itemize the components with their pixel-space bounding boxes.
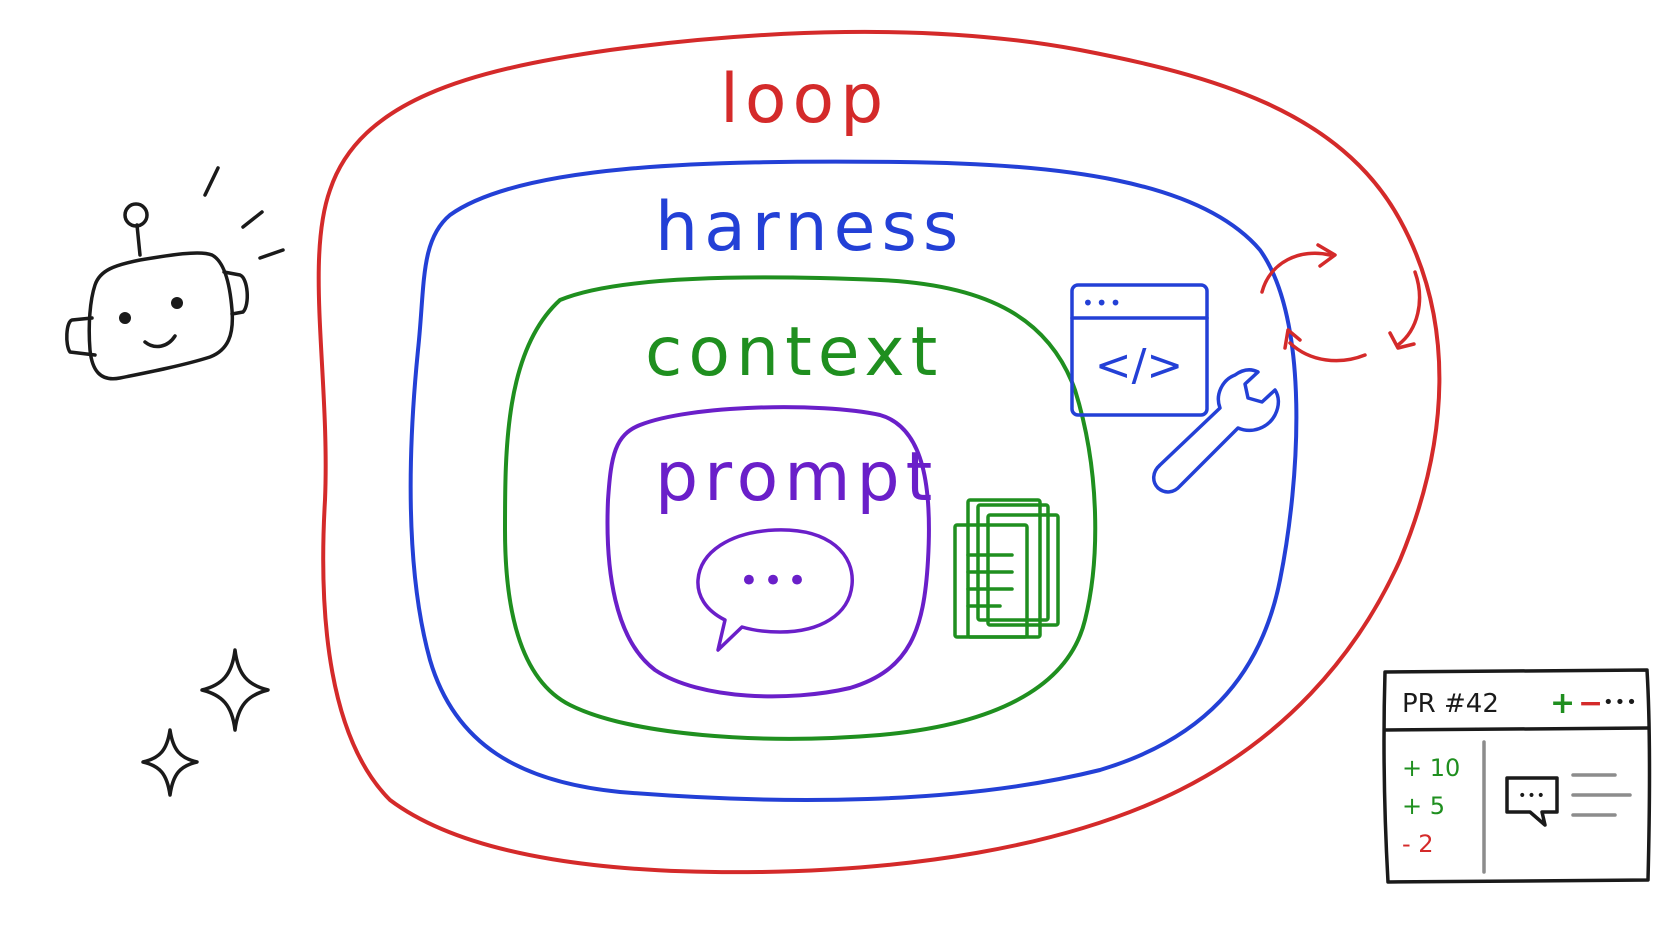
harness-label: harness (655, 188, 964, 267)
wrench-icon (1152, 368, 1281, 494)
pr-title: PR #42 (1402, 689, 1499, 719)
speech-bubble-dots: ••• (739, 561, 811, 601)
loop-ring (316, 29, 1442, 875)
context-label: context (645, 313, 943, 392)
code-window-dots: ••• (1082, 291, 1123, 315)
comment-dots: ••• (1518, 788, 1546, 804)
code-window-code: </> (1095, 340, 1184, 391)
sparkle-icon (141, 648, 270, 797)
pr-card[interactable]: PR #42 + − ••• + 10 + 5 - 2 ••• (1382, 668, 1652, 884)
context-ring (503, 275, 1098, 741)
pr-line-added-1: + 10 (1402, 754, 1460, 782)
code-window-icon: ••• </> (1070, 283, 1209, 417)
document-stack-icon (953, 498, 1060, 639)
harness-ring (408, 159, 1299, 802)
pr-line-added-2: + 5 (1402, 792, 1445, 820)
comment-icon[interactable]: ••• (1505, 776, 1559, 827)
robot-icon (65, 202, 249, 381)
loop-label: loop (720, 60, 889, 139)
pr-minus-icon: − (1578, 686, 1603, 721)
speech-bubble-icon: ••• (696, 528, 854, 652)
refresh-arrows-icon (1260, 243, 1422, 363)
prompt-label: prompt (655, 438, 938, 517)
pr-more-icon[interactable]: ••• (1603, 692, 1638, 713)
robot-motion-marks (203, 166, 285, 260)
pr-plus-icon: + (1550, 686, 1575, 721)
prompt-ring (605, 405, 931, 699)
pr-line-removed: - 2 (1402, 830, 1434, 858)
